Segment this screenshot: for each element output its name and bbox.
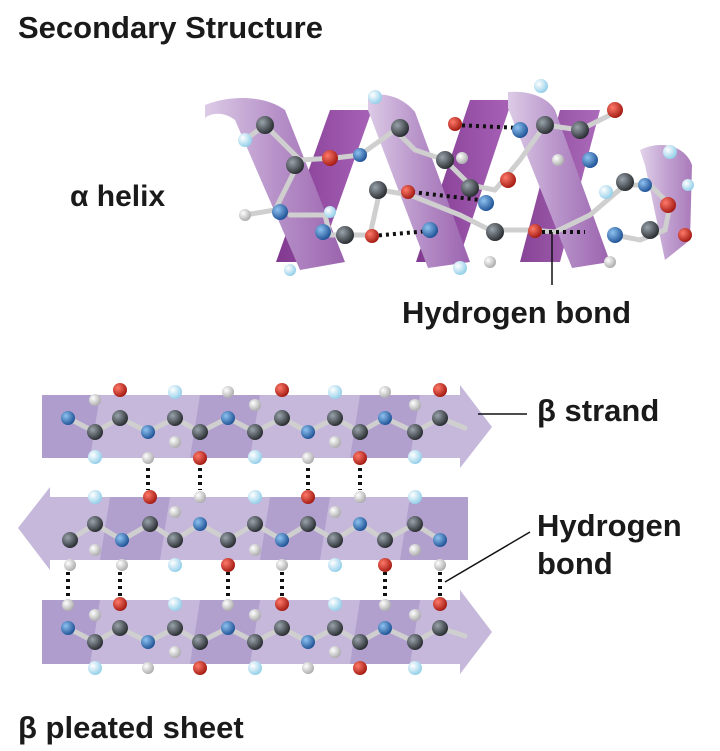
sheet-atoms	[61, 383, 448, 675]
helix-atoms	[238, 79, 694, 276]
sheet-hbond-line-2: bond	[537, 546, 613, 581]
sheet-hbond-line-1: Hydrogen	[537, 508, 682, 543]
alpha-helix-label: α helix	[70, 180, 166, 213]
sheet-hydrogen-bond-label: Hydrogen bond	[537, 507, 717, 583]
sheet-hbond-leader	[444, 531, 531, 583]
beta-strand-label: β strand	[537, 393, 660, 428]
helix-hydrogen-bond-label: Hydrogen bond	[402, 295, 632, 330]
beta-pleated-sheet-label: β pleated sheet	[18, 710, 244, 745]
page-title: Secondary Structure	[18, 10, 323, 45]
sheet-hydrogen-bonds	[66, 468, 442, 600]
